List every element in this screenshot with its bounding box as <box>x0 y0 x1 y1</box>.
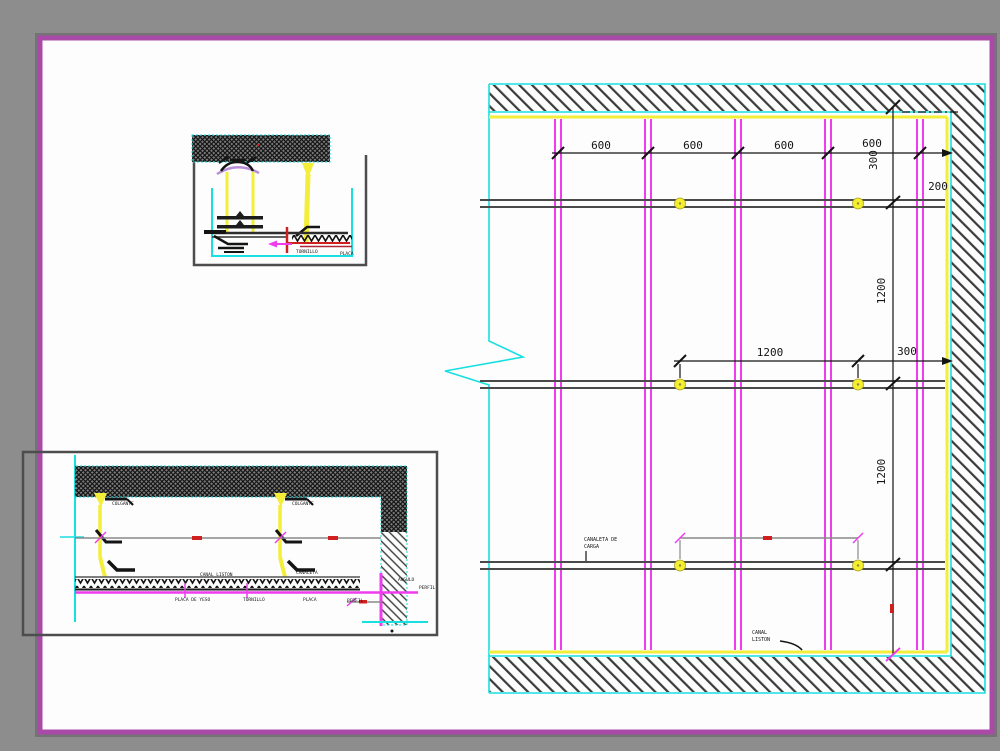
dimension-vertical <box>885 99 960 662</box>
magenta-arrow <box>268 240 277 248</box>
detail-top-label-screw: TORNILLO <box>296 249 318 255</box>
label-screw: TORNILLO <box>243 597 265 603</box>
plan-cyan-outline <box>444 83 986 694</box>
drawing-sheet <box>37 35 995 735</box>
dim-1200-horizontal: 1200 <box>757 346 784 359</box>
dim-600-4: 600 <box>862 137 882 150</box>
label-profile: PERFIL <box>347 598 364 604</box>
furring-label-line2: LISTON <box>752 637 770 643</box>
hanger-dots <box>674 197 864 572</box>
furring-label-line1: CANAL <box>752 630 767 636</box>
dimension-middle <box>673 354 953 378</box>
plan-view: 600 600 600 600 300 200 1200 1200 <box>444 83 986 694</box>
plan-labels: CANALETA DE CARGA CANAL LISTON <box>584 537 803 651</box>
dim-1200-v2: 1200 <box>875 459 888 486</box>
furring-label-leader <box>779 640 803 651</box>
wall-hatch-bottom <box>489 657 985 692</box>
break-line <box>444 84 526 693</box>
detail-bottom-labels: COLGANTE COLGANTE CANAL LISTON CANALETA … <box>112 501 436 604</box>
detail-top-label-board: PLACA <box>340 251 354 257</box>
wall-hatch-right <box>951 111 985 657</box>
concrete-slab-2 <box>75 466 407 497</box>
dim-200: 200 <box>928 180 948 193</box>
red-mark-wire-line <box>763 536 772 540</box>
red-mark-vertical-dim <box>890 604 894 613</box>
label-board-2: PLACA <box>303 597 317 603</box>
detail-bottom-viewport <box>21 450 439 637</box>
label-hanger-2: COLGANTE <box>292 501 314 507</box>
dim-600-1: 600 <box>591 139 611 152</box>
board-hatch <box>292 235 352 242</box>
hanger-rods <box>217 172 263 233</box>
section-detail-bottom: COLGANTE COLGANTE CANAL LISTON CANALETA … <box>21 450 439 637</box>
label-edge-2: PERFIL <box>419 585 436 591</box>
section-detail-top: TORNILLO PLACA <box>191 134 368 267</box>
dimension-top <box>551 146 953 160</box>
dim-arrow-right <box>942 149 953 157</box>
plan-wall-face-lines <box>489 115 949 654</box>
detail-top-cyan-box <box>211 188 353 257</box>
wire-level-line <box>75 531 381 544</box>
channel-assembly: TORNILLO PLACA <box>204 227 354 257</box>
dim-300-vertical: 300 <box>867 150 880 170</box>
label-hanger-1: COLGANTE <box>112 501 134 507</box>
wall-column-hatch <box>381 532 407 625</box>
label-board-1: PLACA DE YESO <box>175 597 211 603</box>
clip-arc <box>216 166 260 176</box>
carrier-channel-rows <box>480 199 945 570</box>
wall-corner <box>346 573 428 633</box>
dim-1200-v1: 1200 <box>875 278 888 305</box>
label-edge-1: ANGULO <box>398 577 415 583</box>
sheet-shadow <box>35 33 997 737</box>
strap-hanger-2 <box>274 493 315 578</box>
ceiling-board <box>75 576 418 598</box>
carrier-label-line1: CANALETA DE <box>584 537 617 543</box>
strap-hanger-1 <box>94 493 135 578</box>
dim-600-2: 600 <box>683 139 703 152</box>
label-channel: CANAL LISTON <box>200 572 233 578</box>
concrete-slab <box>192 135 330 162</box>
wall-hatch-top <box>489 85 985 111</box>
dim-600-3: 600 <box>774 139 794 152</box>
label-carrier: CANALETA <box>296 570 318 576</box>
carrier-label-line2: CARGA <box>584 544 599 550</box>
dim-300-horizontal: 300 <box>897 345 917 358</box>
detail-top-viewport <box>192 155 368 267</box>
wire-layout-line <box>674 532 864 559</box>
